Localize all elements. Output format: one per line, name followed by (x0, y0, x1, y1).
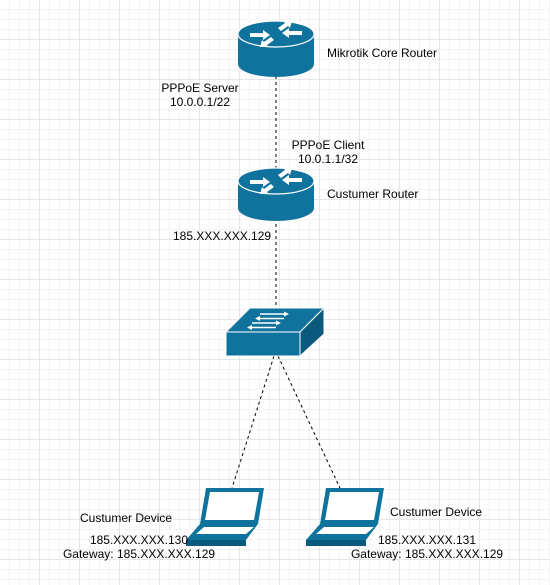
customer-router-lan-ip: 185.XXX.XXX.129 (173, 229, 272, 243)
pppoe-server-label: PPPoE Server 10.0.0.1/22 (140, 81, 260, 109)
right-device-label: Custumer Device (390, 505, 483, 519)
left-device-addresses: 185.XXX.XXX.130 Gateway: 185.XXX.XXX.129 (44, 533, 234, 561)
customer-router-icon[interactable] (237, 167, 315, 221)
link-switch-to-left-device (231, 355, 275, 489)
right-device-gateway: Gateway: 185.XXX.XXX.129 (350, 547, 504, 561)
left-device-label: Custumer Device (80, 511, 173, 525)
left-device-ip: 185.XXX.XXX.130 (89, 533, 189, 547)
left-device-gateway: Gateway: 185.XXX.XXX.129 (62, 547, 216, 561)
right-device-addresses: 185.XXX.XXX.131 Gateway: 185.XXX.XXX.129 (332, 533, 522, 561)
pppoe-client-label: PPPoE Client 10.0.1.1/32 (268, 138, 388, 166)
core-router-icon[interactable] (237, 20, 315, 77)
right-device-ip: 185.XXX.XXX.131 (377, 533, 477, 547)
link-switch-to-right-device (277, 355, 341, 489)
pppoe-server-ip: 10.0.0.1/22 (169, 95, 231, 109)
core-router-label: Mikrotik Core Router (327, 46, 438, 60)
pppoe-server-title: PPPoE Server (161, 81, 239, 95)
left-laptop-icon[interactable] (186, 488, 264, 546)
pppoe-client-title: PPPoE Client (291, 138, 365, 152)
switch-icon[interactable] (224, 306, 326, 358)
customer-router-label: Custumer Router (327, 187, 419, 201)
pppoe-client-ip: 10.0.1.1/32 (297, 152, 359, 166)
right-laptop-icon[interactable] (306, 488, 384, 546)
